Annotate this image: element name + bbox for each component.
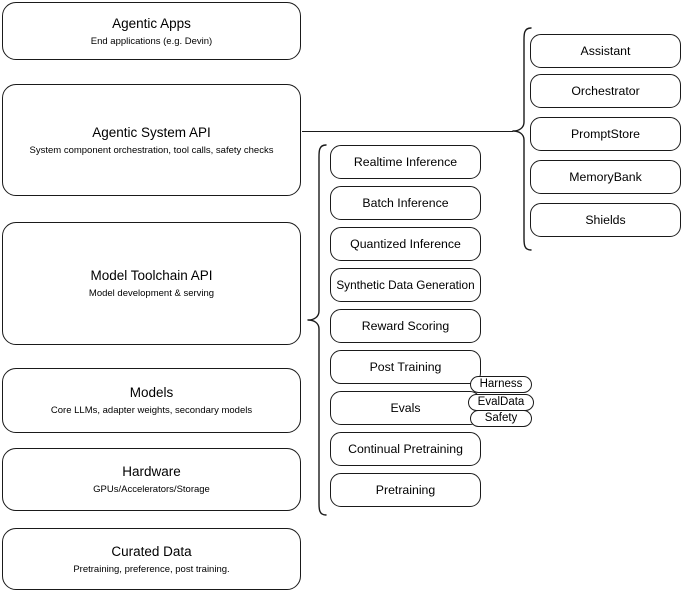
- layer-subtitle: GPUs/Accelerators/Storage: [93, 484, 210, 495]
- brace-agentic-system-components: [511, 26, 533, 254]
- toolchain-item-post-training[interactable]: Post Training: [330, 350, 481, 384]
- layer-title: Models: [129, 385, 174, 400]
- layer-subtitle: Model development & serving: [88, 288, 215, 299]
- layer-title: Hardware: [122, 464, 181, 479]
- layer-box-agentic-system-api[interactable]: Agentic System API System component orch…: [2, 84, 301, 196]
- system-component-assistant[interactable]: Assistant: [530, 34, 681, 68]
- toolchain-item-label: Reward Scoring: [361, 318, 450, 333]
- connector-line-agentic-system-to-components: [302, 131, 513, 132]
- layer-title: Curated Data: [111, 543, 192, 559]
- system-component-label: Orchestrator: [571, 83, 640, 98]
- toolchain-item-batch-inference[interactable]: Batch Inference: [330, 186, 481, 220]
- system-component-orchestrator[interactable]: Orchestrator: [530, 74, 681, 108]
- toolchain-item-label: Post Training: [369, 359, 442, 374]
- layer-subtitle: System component orchestration, tool cal…: [29, 144, 274, 156]
- toolchain-item-realtime-inference[interactable]: Realtime Inference: [330, 145, 481, 179]
- layer-box-model-toolchain-api[interactable]: Model Toolchain API Model development & …: [2, 222, 301, 345]
- layer-title: Agentic System API: [92, 124, 211, 140]
- system-component-label: PromptStore: [570, 126, 641, 141]
- toolchain-item-label: Quantized Inference: [350, 236, 461, 251]
- layer-subtitle: End applications (e.g. Devin): [90, 35, 213, 47]
- toolchain-item-reward-scoring[interactable]: Reward Scoring: [330, 309, 481, 343]
- system-component-label: Shields: [585, 212, 626, 227]
- layer-subtitle: Pretraining, preference, post training.: [73, 563, 230, 575]
- toolchain-item-synthetic-data-generation[interactable]: Synthetic Data Generation: [330, 268, 481, 302]
- eval-capsule-label: EvalData: [477, 396, 525, 408]
- system-component-memorybank[interactable]: MemoryBank: [530, 160, 681, 194]
- toolchain-item-label: Evals: [390, 400, 421, 415]
- layer-box-hardware[interactable]: Hardware GPUs/Accelerators/Storage: [2, 448, 301, 511]
- eval-capsule-label: Safety: [484, 412, 518, 424]
- toolchain-item-label: Realtime Inference: [353, 154, 458, 169]
- eval-capsule-harness[interactable]: Harness: [470, 376, 532, 393]
- eval-capsule-label: Harness: [479, 378, 523, 390]
- toolchain-item-label: Batch Inference: [362, 195, 449, 210]
- toolchain-item-continual-pretraining[interactable]: Continual Pretraining: [330, 432, 481, 466]
- toolchain-item-label: Pretraining: [375, 482, 436, 497]
- eval-capsule-safety[interactable]: Safety: [470, 410, 532, 427]
- layer-box-curated-data[interactable]: Curated Data Pretraining, preference, po…: [2, 528, 301, 590]
- layer-box-models[interactable]: Models Core LLMs, adapter weights, secon…: [2, 368, 301, 433]
- layer-title: Model Toolchain API: [90, 268, 213, 283]
- system-component-label: MemoryBank: [569, 169, 642, 184]
- system-component-label: Assistant: [580, 43, 631, 58]
- brace-model-toolchain: [306, 143, 328, 519]
- toolchain-item-evals[interactable]: Evals: [330, 391, 481, 425]
- system-component-promptstore[interactable]: PromptStore: [530, 117, 681, 151]
- layer-box-agentic-apps[interactable]: Agentic Apps End applications (e.g. Devi…: [2, 2, 301, 60]
- toolchain-item-label: Continual Pretraining: [348, 441, 463, 456]
- toolchain-item-pretraining[interactable]: Pretraining: [330, 473, 481, 507]
- system-component-shields[interactable]: Shields: [530, 203, 681, 237]
- eval-capsule-evaldata[interactable]: EvalData: [468, 394, 534, 411]
- toolchain-item-quantized-inference[interactable]: Quantized Inference: [330, 227, 481, 261]
- toolchain-item-label: Synthetic Data Generation: [336, 277, 475, 292]
- layer-title: Agentic Apps: [112, 15, 191, 31]
- layer-subtitle: Core LLMs, adapter weights, secondary mo…: [50, 405, 253, 416]
